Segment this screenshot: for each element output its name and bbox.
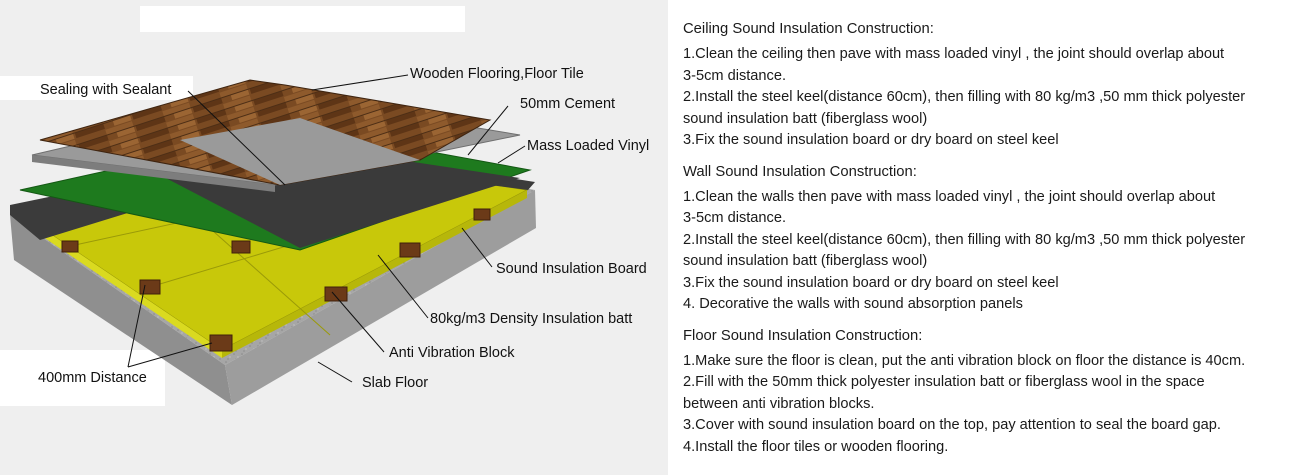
- step-line: sound insulation batt (fiberglass wool): [683, 253, 928, 269]
- label-cement: 50mm Cement: [520, 96, 616, 112]
- label-anti-vibration: Anti Vibration Block: [389, 345, 515, 361]
- step-line: between anti vibration blocks.: [683, 395, 875, 412]
- section-title: Ceiling Sound Insulation Construction:: [683, 21, 934, 37]
- instructions-panel: Ceiling Sound Insulation Construction: 1…: [683, 18, 1308, 467]
- blank-banner: [140, 6, 465, 32]
- step-line: 3-5cm distance.: [683, 210, 787, 226]
- cement-layer-edge: [32, 155, 275, 192]
- leader-lines: [127, 74, 526, 383]
- floor-layers-diagram: Wooden Flooring,Floor Tile Sealing with …: [0, 0, 668, 475]
- section-title: Floor Sound Insulation Construction:: [683, 327, 923, 344]
- ceiling-section: Ceiling Sound Insulation Construction: 1…: [683, 18, 1308, 152]
- label-mass-loaded-vinyl: Mass Loaded Vinyl: [527, 138, 650, 154]
- label-slab-floor: Slab Floor: [362, 375, 429, 391]
- label-insulation-batt: 80kg/m3 Density Insulation batt: [430, 311, 633, 327]
- step-line: 1.Make sure the floor is clean, put the …: [683, 352, 1246, 369]
- wooden-flooring-cutout: [180, 118, 420, 185]
- step-line: 1.Clean the walls then pave with mass lo…: [683, 188, 1216, 205]
- step-line: 2.Fill with the 50mm thick polyester ins…: [683, 374, 1205, 390]
- label-distance: 400mm Distance: [38, 370, 147, 386]
- step-line: 1.Clean the ceiling then pave with mass …: [683, 46, 1225, 62]
- step-line: 3.Fix the sound insulation board or dry …: [683, 132, 1059, 148]
- step-line: 4. Decorative the walls with sound absor…: [683, 296, 1023, 312]
- label-sealing: Sealing with Sealant: [40, 82, 172, 98]
- step-line: 3.Fix the sound insulation board or dry …: [683, 274, 1059, 291]
- step-line: 2.Install the steel keel(distance 60cm),…: [683, 89, 1246, 105]
- step-line: 3.Cover with sound insulation board on t…: [683, 417, 1221, 433]
- label-background: [0, 350, 165, 406]
- label-sound-board: Sound Insulation Board: [496, 261, 647, 277]
- step-line: 4.Install the floor tiles or wooden floo…: [683, 438, 949, 455]
- layer-stack-illustration: [10, 74, 536, 405]
- step-line: sound insulation batt (fiberglass wool): [683, 110, 928, 127]
- wall-section: Wall Sound Insulation Construction: 1.Cl…: [683, 161, 1308, 316]
- section-title: Wall Sound Insulation Construction:: [683, 163, 917, 180]
- label-wooden-flooring: Wooden Flooring,Floor Tile: [410, 66, 584, 82]
- floor-section: Floor Sound Insulation Construction: 1.M…: [683, 325, 1308, 459]
- insulation-batt-edge-side: [222, 190, 527, 358]
- step-line: 3-5cm distance.: [683, 67, 787, 84]
- label-background: [0, 76, 193, 100]
- slab-floor-side: [225, 190, 536, 405]
- slab-floor-front: [10, 215, 232, 405]
- step-line: 2.Install the steel keel(distance 60cm),…: [683, 231, 1246, 248]
